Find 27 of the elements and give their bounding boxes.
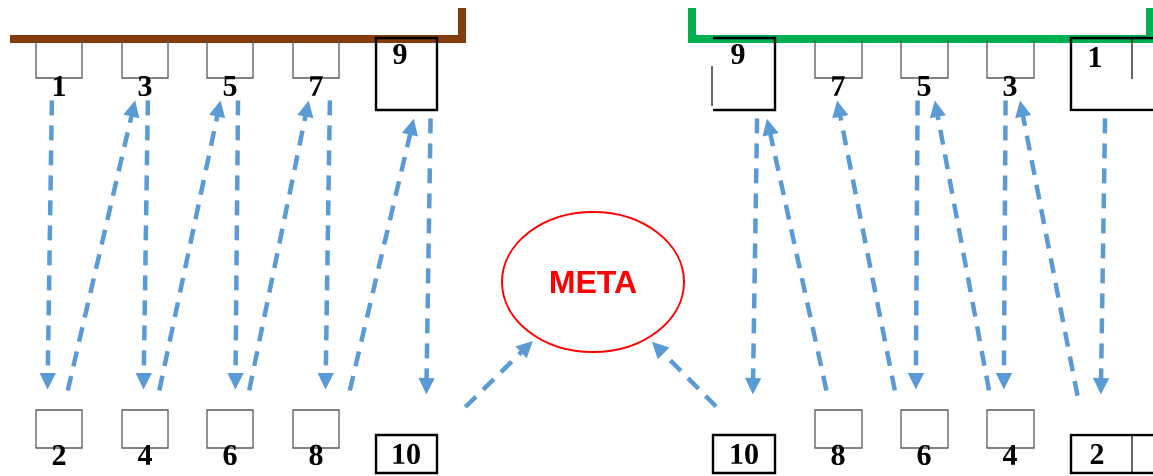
numbered-box: 8 [814, 409, 863, 466]
numbered-box: 6 [900, 409, 949, 466]
numbered-box: 7 [292, 39, 340, 96]
node-label: 2 [52, 445, 66, 465]
numbered-box: 5 [206, 39, 254, 96]
numbered-box: 4 [121, 409, 169, 465]
numbered-box: 1 [1069, 36, 1153, 112]
numbered-box: 1 [35, 39, 83, 96]
numbered-box: 9 [711, 36, 777, 112]
numbered-box: 10 [711, 433, 777, 475]
node-label: 6 [917, 444, 931, 466]
numbered-box: 4 [986, 409, 1035, 465]
node-label: 8 [309, 444, 323, 466]
numbered-box: 2 [1069, 433, 1153, 475]
numbered-box: 9 [374, 36, 439, 112]
numbered-box: 7 [814, 39, 863, 96]
node-label: 4 [1002, 445, 1017, 465]
numbered-box: 5 [900, 39, 949, 96]
numbered-box: 3 [121, 39, 169, 97]
numbered-box: 2 [35, 409, 83, 465]
numbered-box: 3 [986, 39, 1035, 97]
numbered-box: 6 [206, 409, 254, 466]
numbered-box: 10 [374, 433, 439, 475]
numbered-box: 8 [292, 409, 340, 466]
node-label: 8 [831, 444, 845, 466]
node-label: 4 [137, 445, 152, 465]
node-label: 6 [223, 444, 237, 466]
